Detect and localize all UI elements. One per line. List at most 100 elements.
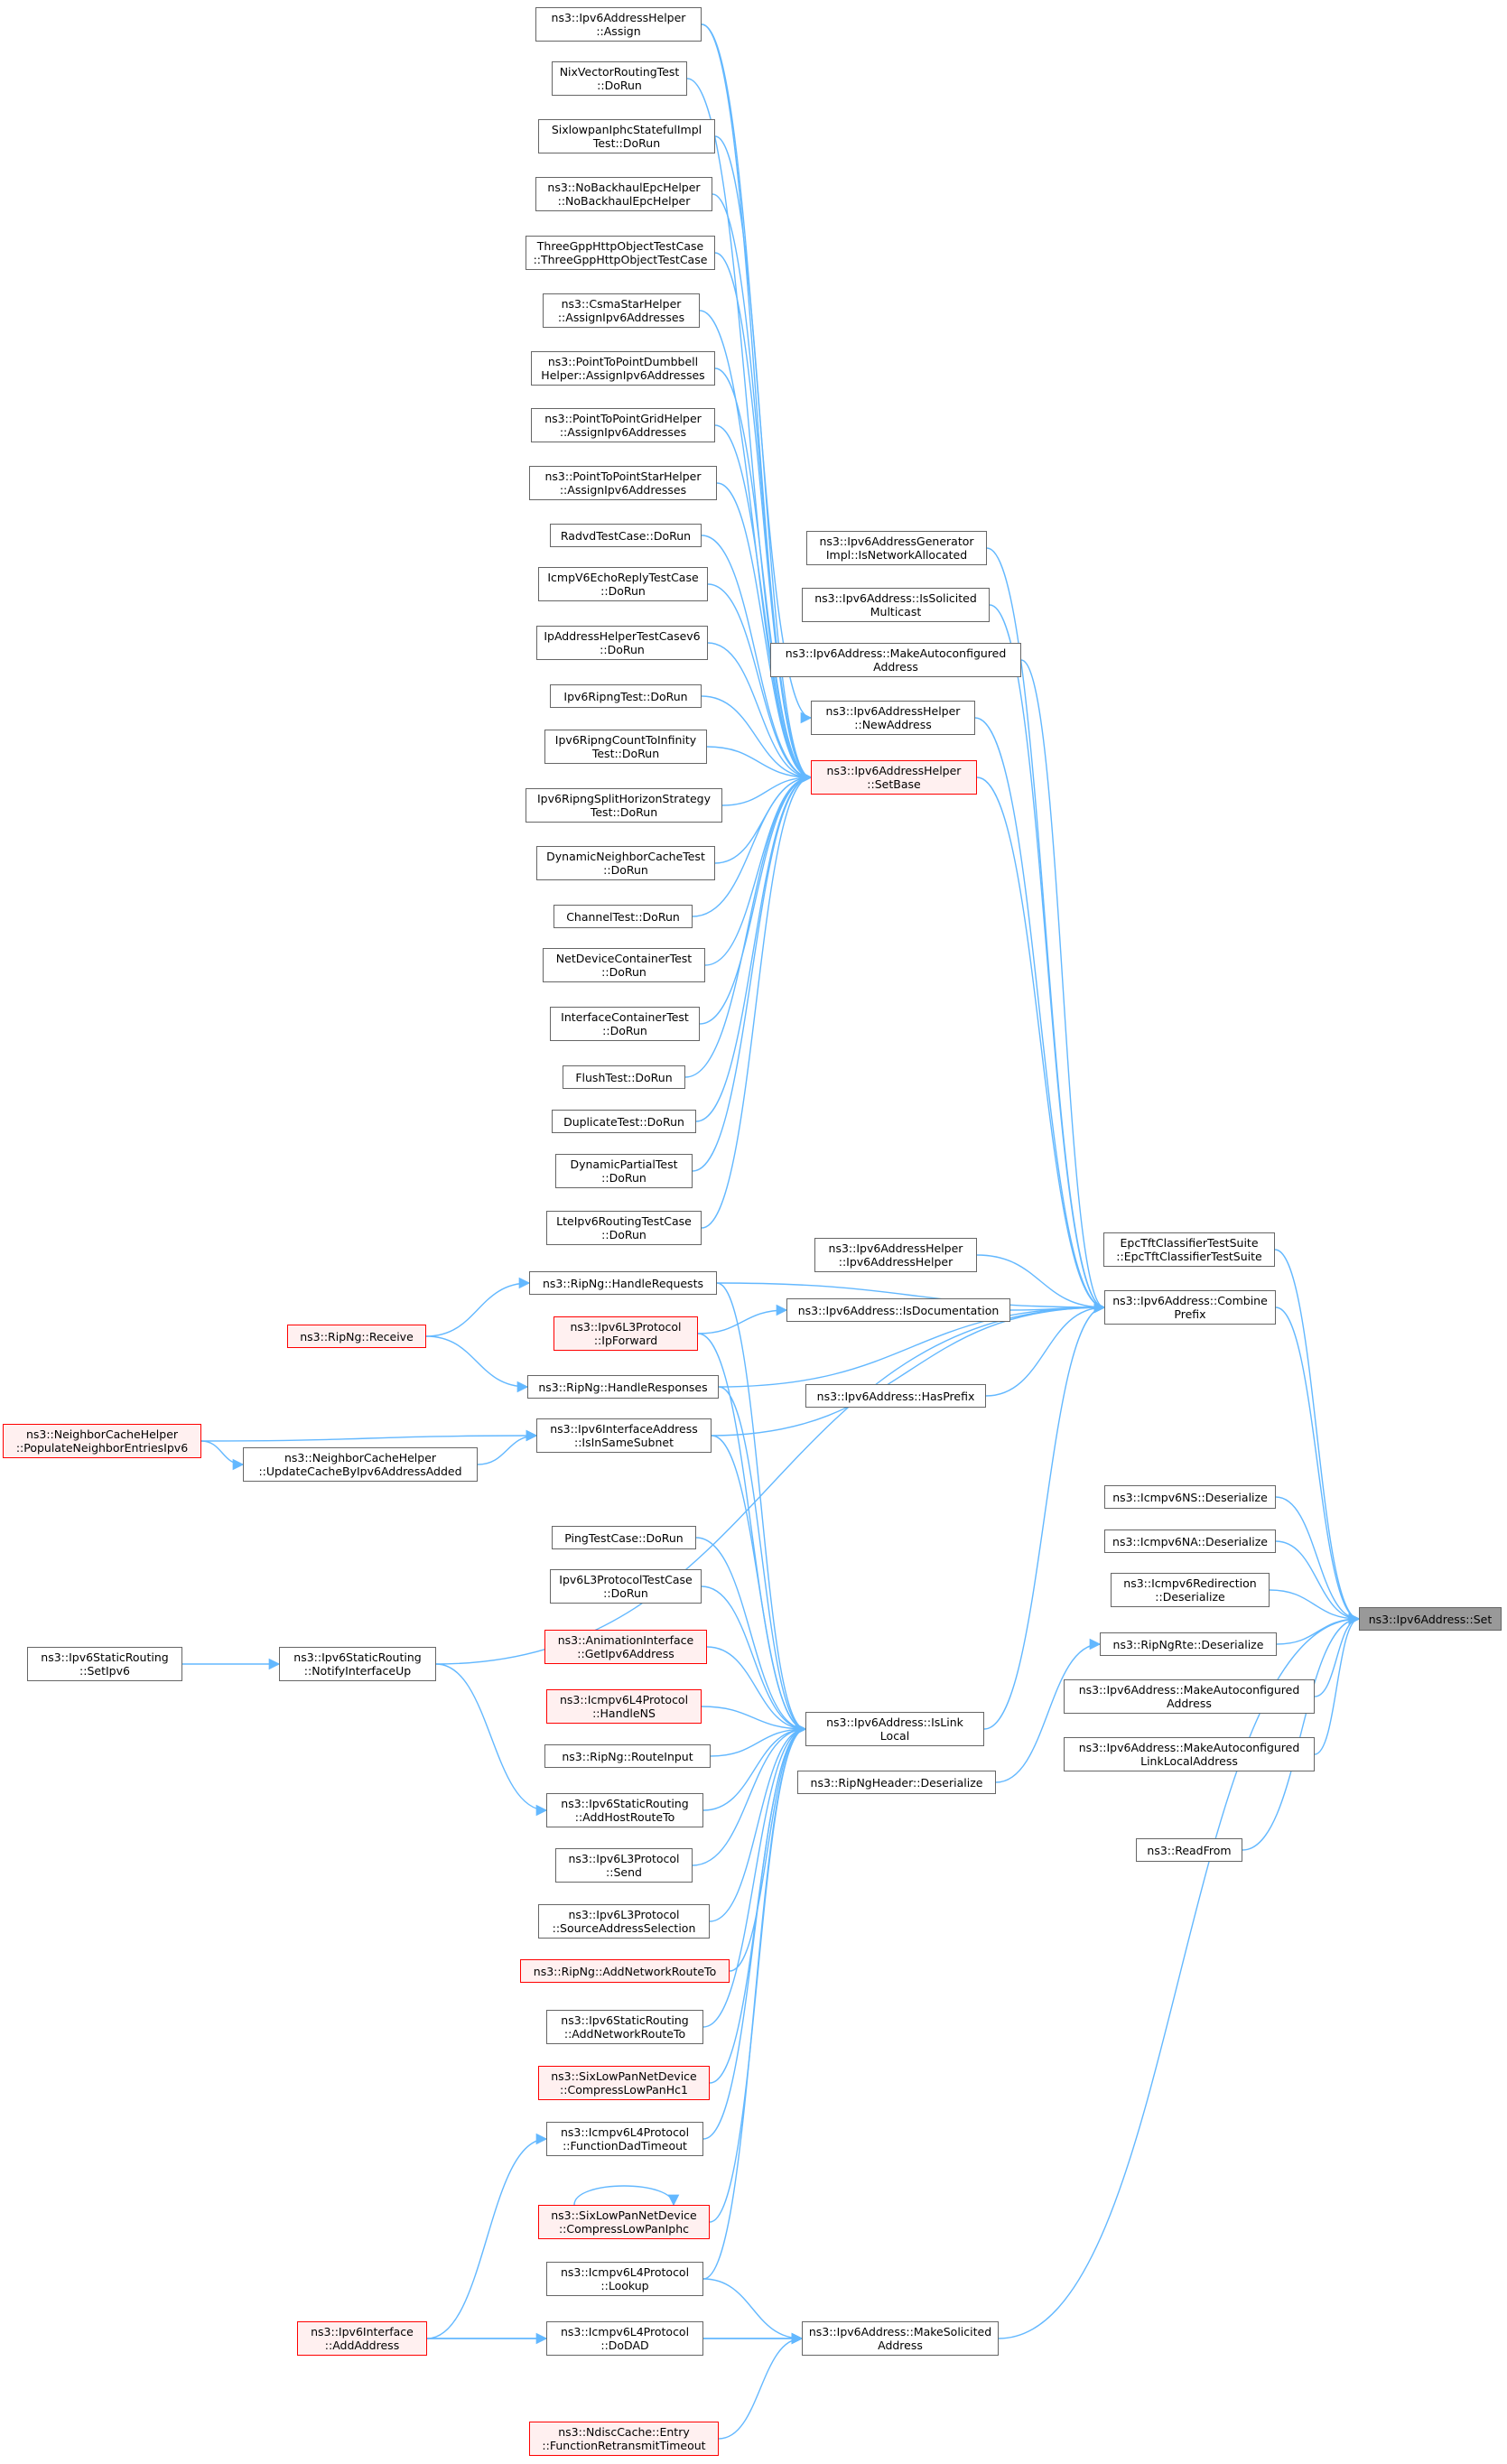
node-icmpl4handlens[interactable]: ns3::Icmpv6L4Protocol::HandleNS (546, 1689, 702, 1724)
node-ipv6ripngtest[interactable]: Ipv6RipngTest::DoRun (550, 684, 702, 708)
node-l3prottest[interactable]: Ipv6L3ProtocolTestCase::DoRun (550, 1569, 702, 1604)
node-addaddress[interactable]: ns3::Ipv6Interface::AddAddress (297, 2321, 427, 2356)
node-isdoc[interactable]: ns3::Ipv6Address::IsDocumentation (786, 1298, 1010, 1322)
node-icmpna-deser[interactable]: ns3::Icmpv6NA::Deserialize (1104, 1530, 1276, 1553)
edge-combineprefix-to-setbase (976, 776, 1106, 1314)
node-epctft[interactable]: EpcTftClassifierTestSuite::EpcTftClassif… (1103, 1232, 1275, 1267)
node-radvd[interactable]: RadvdTestCase::DoRun (550, 524, 702, 547)
node-label-line: Ipv6RipngTest::DoRun (563, 689, 688, 703)
node-handleresp[interactable]: ns3::RipNg::HandleResponses (527, 1375, 719, 1399)
node-nobackhaul[interactable]: ns3::NoBackhaulEpcHelper::NoBackhaulEpcH… (535, 177, 712, 211)
node-icmpns-deser[interactable]: ns3::Icmpv6NS::Deserialize (1104, 1485, 1276, 1509)
edge-set-to-readfrom (1242, 1613, 1361, 1851)
edge-handlereq-to-ripngreceive (425, 1277, 531, 1337)
node-srcaddrsel[interactable]: ns3::Ipv6L3Protocol::SourceAddressSelect… (538, 1904, 710, 1939)
node-label-line: ns3::Ipv6InterfaceAddress (550, 1422, 698, 1436)
node-label-line: ::AssignIpv6Addresses (559, 483, 687, 497)
node-routeinput[interactable]: ns3::RipNg::RouteInput (544, 1744, 711, 1768)
node-lookup[interactable]: ns3::Icmpv6L4Protocol::Lookup (546, 2262, 703, 2296)
node-animgetipv6[interactable]: ns3::AnimationInterface::GetIpv6Address (544, 1630, 707, 1664)
node-label-line: Address (873, 660, 918, 674)
node-channeltest[interactable]: ChannelTest::DoRun (553, 905, 693, 928)
node-ripngrte-deser[interactable]: ns3::RipNgRte::Deserialize (1100, 1632, 1277, 1656)
node-compresshc1[interactable]: ns3::SixLowPanNetDevice::CompressLowPanH… (538, 2066, 710, 2100)
node-setbase[interactable]: ns3::Ipv6AddressHelper::SetBase (811, 760, 977, 795)
edge-setbase-to-threegpp (714, 252, 813, 784)
node-label-line: ns3::NeighborCacheHelper (284, 1451, 437, 1464)
node-p2pstar[interactable]: ns3::PointToPointStarHelper::AssignIpv6A… (529, 466, 717, 500)
node-label-line: ns3::Ipv6Address::MakeAutoconfigured (1078, 1683, 1300, 1697)
node-lteipv6[interactable]: LteIpv6RoutingTestCase::DoRun (546, 1211, 702, 1245)
node-set[interactable]: ns3::Ipv6Address::Set (1359, 1607, 1502, 1631)
node-updatecache[interactable]: ns3::NeighborCacheHelper::UpdateCacheByI… (243, 1447, 478, 1482)
edge-islinklocal-to-l3prottest (701, 1585, 807, 1735)
node-p2pgrid[interactable]: ns3::PointToPointGridHelper::AssignIpv6A… (531, 408, 715, 442)
node-netdevcont[interactable]: NetDeviceContainerTest::DoRun (543, 948, 705, 982)
node-label-line: ::NotifyInterfaceUp (303, 1664, 412, 1678)
node-label-line: ns3::Ipv6AddressGenerator (819, 535, 974, 548)
node-ifacecont[interactable]: InterfaceContainerTest::DoRun (550, 1007, 700, 1041)
node-icmpv6echo[interactable]: IcmpV6EchoReplyTestCase::DoRun (538, 567, 708, 601)
node-label-line: Ipv6L3ProtocolTestCase (559, 1573, 693, 1586)
node-ctor[interactable]: ns3::Ipv6AddressHelper::Ipv6AddressHelpe… (814, 1238, 977, 1272)
node-label-line: Test::DoRun (592, 136, 661, 150)
node-hasprefix[interactable]: ns3::Ipv6Address::HasPrefix (805, 1384, 986, 1408)
node-dyncache[interactable]: DynamicNeighborCacheTest::DoRun (536, 846, 715, 880)
node-handlereq[interactable]: ns3::RipNg::HandleRequests (529, 1271, 717, 1295)
node-staticsetipv6[interactable]: ns3::Ipv6StaticRouting::SetIpv6 (27, 1647, 182, 1681)
node-duptest[interactable]: DuplicateTest::DoRun (552, 1110, 696, 1133)
node-csmastar[interactable]: ns3::CsmaStarHelper::AssignIpv6Addresses (543, 293, 700, 328)
node-addnetroute-static[interactable]: ns3::Ipv6StaticRouting::AddNetworkRouteT… (546, 2010, 703, 2044)
node-addnetroute-rip[interactable]: ns3::RipNg::AddNetworkRouteTo (520, 1959, 730, 1983)
node-label-line: FlushTest::DoRun (575, 1070, 673, 1084)
node-label-line: IcmpV6EchoReplyTestCase (547, 571, 699, 584)
node-ipv6addrhelper-assign[interactable]: ns3::Ipv6AddressHelper::Assign (535, 7, 702, 42)
node-label-line: ns3::Ipv6StaticRouting (561, 1797, 689, 1810)
node-funcdad[interactable]: ns3::Icmpv6L4Protocol::FunctionDadTimeou… (546, 2122, 703, 2156)
edge-islinklocal-to-handlereq (716, 1282, 807, 1735)
node-l3ipforward[interactable]: ns3::Ipv6L3Protocol::IpForward (553, 1316, 698, 1351)
node-ipaddrhelpertest[interactable]: IpAddressHelperTestCasev6::DoRun (536, 626, 708, 660)
node-label-line: DynamicPartialTest (570, 1158, 678, 1171)
edge-setbase-to-flushtest (684, 771, 813, 1078)
node-ripngreceive[interactable]: ns3::RipNg::Receive (287, 1325, 426, 1348)
node-newaddress[interactable]: ns3::Ipv6AddressHelper::NewAddress (811, 701, 975, 735)
node-populateneighbor[interactable]: ns3::NeighborCacheHelper::PopulateNeighb… (3, 1424, 201, 1458)
node-compressiphc[interactable]: ns3::SixLowPanNetDevice::CompressLowPanI… (538, 2205, 710, 2239)
node-pingtest[interactable]: PingTestCase::DoRun (552, 1526, 696, 1549)
node-ripngheaderdeser[interactable]: ns3::RipNgHeader::Deserialize (797, 1771, 996, 1794)
node-threegpp[interactable]: ThreeGppHttpObjectTestCase::ThreeGppHttp… (526, 236, 715, 270)
node-label-line: Address (1167, 1697, 1212, 1710)
node-label-line: ::AssignIpv6Addresses (557, 311, 685, 324)
node-readfrom[interactable]: ns3::ReadFrom (1136, 1838, 1242, 1862)
node-label-line: ns3::Ipv6StaticRouting (41, 1650, 169, 1664)
node-icmpredir-deser[interactable]: ns3::Icmpv6Redirection::Deserialize (1111, 1573, 1270, 1607)
node-dynpartial[interactable]: DynamicPartialTest::DoRun (555, 1154, 693, 1188)
edge-setbase-to-ipv6ripngtest (701, 695, 813, 784)
node-dodad[interactable]: ns3::Icmpv6L4Protocol::DoDAD (546, 2321, 703, 2356)
node-flushtest[interactable]: FlushTest::DoRun (563, 1065, 685, 1089)
node-isinsamesubnet[interactable]: ns3::Ipv6InterfaceAddress::IsInSameSubne… (536, 1418, 712, 1453)
node-label-line: ::IpForward (593, 1334, 658, 1347)
node-staticnotify[interactable]: ns3::Ipv6StaticRouting::NotifyInterfaceU… (279, 1647, 436, 1681)
node-label-line: ns3::Ipv6L3Protocol (568, 1852, 680, 1865)
node-nixvector[interactable]: NixVectorRoutingTest::DoRun (552, 61, 687, 96)
node-addhostroute[interactable]: ns3::Ipv6StaticRouting::AddHostRouteTo (546, 1793, 703, 1827)
node-label-line: ns3::Ipv6StaticRouting (293, 1650, 422, 1664)
node-ndiscretrans[interactable]: ns3::NdiscCache::Entry::FunctionRetransm… (529, 2422, 719, 2456)
node-l3send[interactable]: ns3::Ipv6L3Protocol::Send (555, 1848, 693, 1883)
node-label-line: Impl::IsNetworkAllocated (825, 548, 968, 562)
